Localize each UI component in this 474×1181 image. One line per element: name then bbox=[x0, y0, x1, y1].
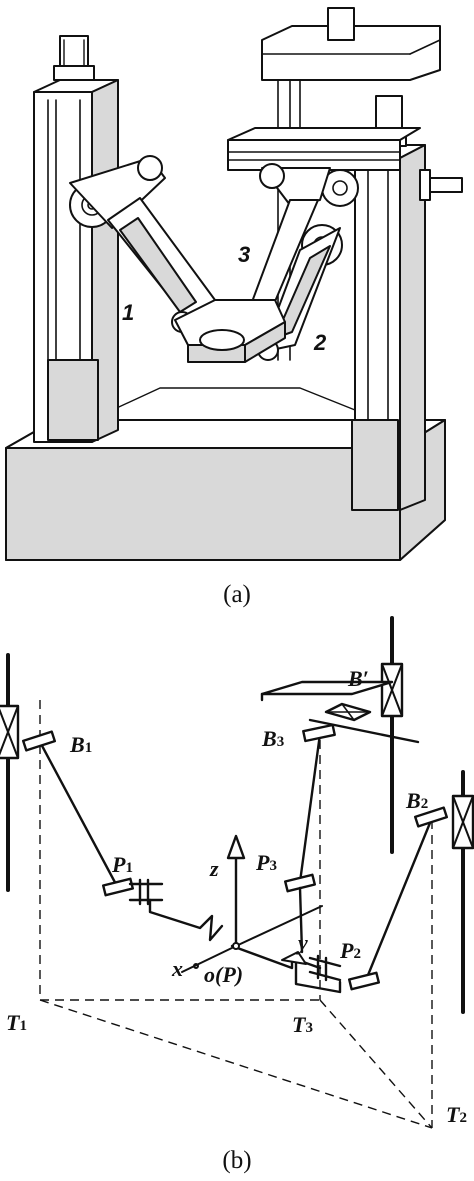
schematic-labels: B1 B3 B′ B2 P1 P3 P2 z y x o(P) T1 T3 T2 bbox=[6, 666, 467, 1127]
label-b3: B3 bbox=[261, 726, 284, 751]
panel-a-mechanism: 1 2 3 bbox=[5, 7, 463, 561]
ground-projection bbox=[39, 700, 433, 1129]
joints-b bbox=[21, 723, 449, 828]
label-b1: B1 bbox=[69, 732, 92, 757]
limb-label-1: 1 bbox=[122, 300, 134, 325]
moving-platform bbox=[174, 299, 286, 363]
label-origin: o(P) bbox=[204, 962, 243, 987]
label-z: z bbox=[209, 856, 219, 881]
limb-label-3: 3 bbox=[238, 242, 250, 267]
left-column bbox=[33, 35, 119, 443]
caption-a: (a) bbox=[223, 581, 251, 608]
label-b2: B2 bbox=[405, 788, 428, 813]
panel-b-schematic: B1 B3 B′ B2 P1 P3 P2 z y x o(P) T1 T3 T2 bbox=[0, 616, 474, 1129]
label-p2: P2 bbox=[339, 938, 361, 963]
label-t2: T2 bbox=[446, 1102, 467, 1127]
label-b-prime: B′ bbox=[347, 666, 369, 691]
right-column bbox=[351, 95, 463, 511]
label-p3: P3 bbox=[255, 850, 277, 875]
rail-2 bbox=[451, 770, 474, 1014]
label-y: y bbox=[295, 930, 308, 955]
rail-1 bbox=[0, 653, 20, 892]
limb-label-2: 2 bbox=[313, 330, 327, 355]
base-platform bbox=[5, 387, 446, 561]
label-t3: T3 bbox=[292, 1012, 313, 1037]
label-p1: P1 bbox=[111, 852, 133, 877]
rail-3 bbox=[260, 616, 420, 854]
limb-links bbox=[38, 732, 434, 982]
horizontal-rail bbox=[227, 127, 421, 171]
coordinate-frame bbox=[181, 834, 323, 973]
label-t1: T1 bbox=[6, 1010, 27, 1035]
label-x: x bbox=[171, 956, 183, 981]
caption-b: (b) bbox=[222, 1147, 251, 1174]
